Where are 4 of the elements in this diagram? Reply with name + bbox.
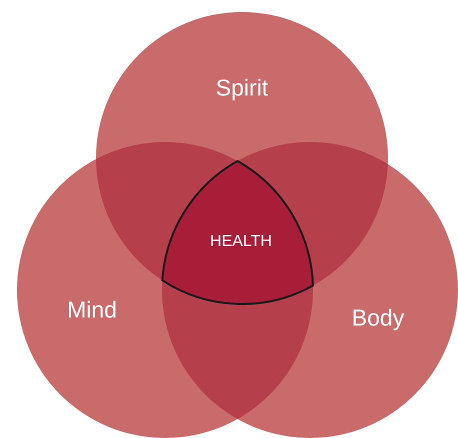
center-label: HEALTH [210, 234, 272, 250]
circle-label: Mind [67, 298, 117, 322]
circle-label: Spirit [216, 76, 268, 100]
circle-label: Body [352, 306, 404, 330]
